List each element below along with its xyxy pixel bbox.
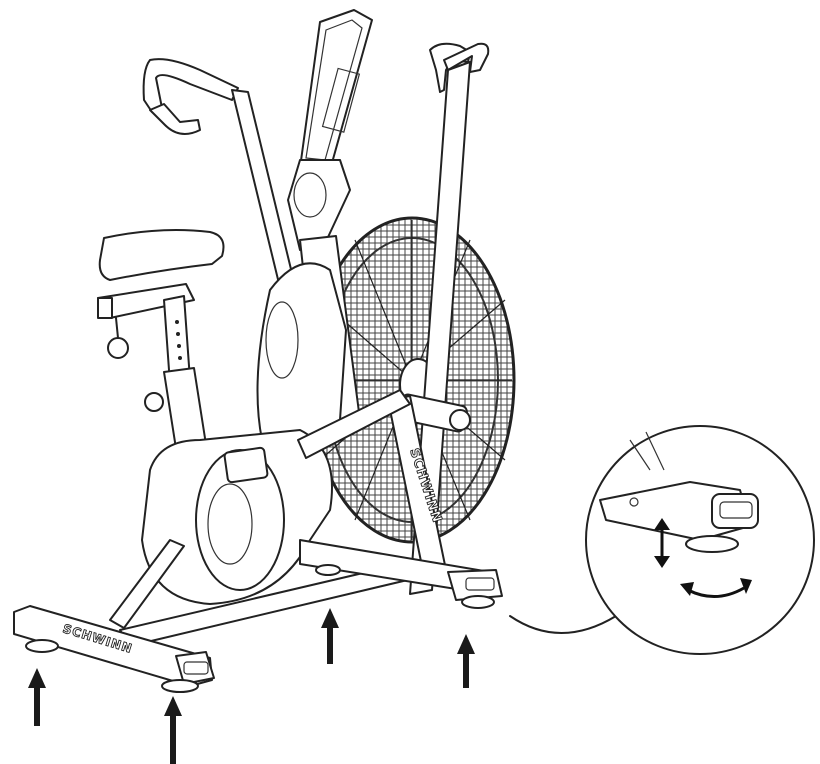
rear-stabilizer xyxy=(299,539,503,609)
arrow-up-icon xyxy=(164,696,182,764)
up-down-arrow-icon xyxy=(654,518,670,568)
seat-assembly xyxy=(97,229,225,475)
callout-leader xyxy=(509,615,617,634)
rotate-arrow-icon xyxy=(680,578,752,598)
callout-detail xyxy=(585,425,815,655)
handlebar-right xyxy=(409,42,490,595)
flywheel-housing xyxy=(141,429,333,605)
arrow-up-icon xyxy=(457,634,475,688)
indicator-arrows xyxy=(28,608,475,764)
arrow-up-icon xyxy=(321,608,339,664)
arrow-up-icon xyxy=(28,668,46,726)
frame-tube xyxy=(109,389,417,647)
